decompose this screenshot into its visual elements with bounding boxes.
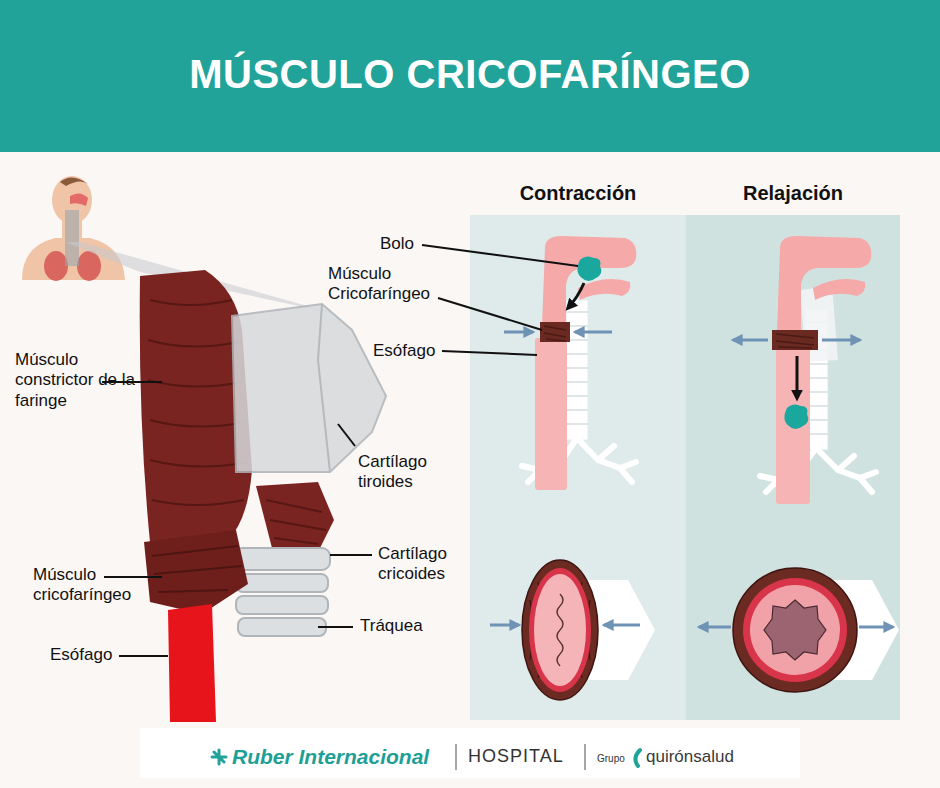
relaxed-cross-section [733,568,857,692]
relaxation-panel [686,215,900,720]
relaxed-cross-section [764,600,826,660]
relaxation-illustration [777,236,871,334]
relaxation-illustration [772,330,818,350]
leader-line [318,626,353,628]
body-icon [77,251,101,281]
part-label: Músculo constrictor de la faringe [15,350,140,411]
footer-logo [455,744,457,770]
cricopharyngeus-muscle [152,546,242,592]
cricoid-trachea-rings [234,548,330,636]
part-label: Músculo Cricofaríngeo [328,264,453,305]
contraction-illustration [544,326,566,341]
contraction-illustration [535,338,567,490]
cricoid-trachea-rings [236,574,328,592]
part-label: Bolo [380,234,414,254]
leader-line [422,245,578,355]
part-label: Músculo cricofaríngeo [33,565,158,606]
body-icon [60,177,88,186]
contracted-cross-section [490,560,655,700]
leader-line [338,424,355,446]
title-band [0,0,940,152]
body-icon [44,251,68,281]
cricothyroid-muscle [256,482,334,552]
title: MÚSCULO CRICOFARÍNGEO [0,52,940,97]
relaxation-illustration [813,279,865,300]
part-label: Cartílago tiroides [358,452,458,493]
thyroid-cartilage [232,304,386,472]
body-icon [65,210,79,266]
relaxation-illustration [796,356,799,398]
part-label: Cartílago cricoides [378,544,478,585]
body-icon [70,193,88,206]
leader-line [119,655,168,657]
footer-logo [584,744,586,770]
cricothyroid-muscle [266,500,326,544]
leader-line [330,554,372,556]
contracted-cross-section [529,568,591,692]
part-label: Esófago [50,645,112,665]
relaxed-cross-section [699,626,731,629]
contraction-illustration [575,331,612,334]
cricopharyngeus-muscle [144,530,248,614]
relaxation-illustration [733,339,768,342]
leader-line [104,576,162,578]
contraction-illustration [542,236,636,326]
contraction-panel [470,215,686,720]
contraction-illustration [566,300,588,440]
cricoid-trachea-rings [236,596,328,614]
footer-logo [212,750,226,764]
contracted-cross-section [522,560,598,700]
contraction-illustration [504,331,533,334]
panel-heading: Contracción [470,181,686,205]
cricoid-trachea-rings [234,548,330,570]
brand-name: Ruber Internacional [232,744,429,769]
relaxed-cross-section [699,568,899,692]
cricopharyngeus-muscle [144,530,248,614]
relaxed-cross-section [750,585,840,675]
footer-band [140,728,800,778]
contraction-illustration [578,279,630,300]
contracted-cross-section [534,574,586,686]
relaxation-illustration [776,334,814,348]
contracted-cross-section [490,624,519,627]
relaxation-illustration [776,348,810,504]
contraction-illustration [540,322,570,342]
relaxation-illustration [784,404,808,429]
thyroid-cartilage [232,304,386,472]
contracted-cross-section [604,624,640,627]
brand-name: Grupo [597,753,625,765]
esophagus [168,604,216,722]
cricothyroid-muscle [256,482,334,552]
brand-name: HOSPITAL [468,746,564,768]
body-icon [22,176,125,281]
brand-name: quirónsalud [646,747,734,767]
relaxed-cross-section [743,578,847,682]
thyroid-cartilage [318,304,330,472]
contraction-illustration [577,256,601,281]
relaxed-cross-section [859,626,893,629]
contracted-cross-section [557,594,563,666]
relaxation-illustration [822,339,860,342]
panel-heading: Relajación [686,181,900,205]
part-label: Esófago [373,341,435,361]
contraction-illustration [504,236,636,490]
leader-line [442,351,537,355]
relaxation-illustration [733,236,876,504]
part-label: Tráquea [360,616,423,636]
leader-line [438,298,542,330]
contraction-illustration [568,283,584,308]
footer-logo [635,750,640,766]
cricoid-trachea-rings [238,618,326,636]
leader-line [102,382,372,656]
leader-line [422,245,578,266]
footer-logo [212,744,640,770]
